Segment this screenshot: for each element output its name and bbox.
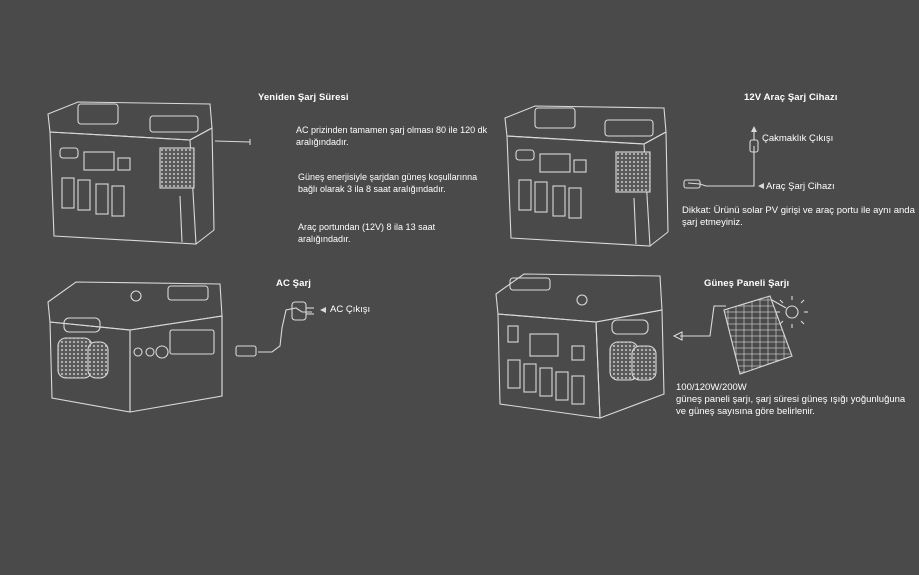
lighter-arrow-icon <box>751 126 757 132</box>
recharge-title: Yeniden Şarj Süresi <box>258 92 349 103</box>
power-station-front-view-1 <box>47 101 251 245</box>
charger-label: Araç Şarj Cihazı <box>766 181 835 192</box>
solar-panel <box>723 295 808 375</box>
recharge-solar-text: Güneş enerjisiyle şarjdan güneş koşullar… <box>298 172 478 194</box>
power-station-side-view-1 <box>47 281 314 413</box>
charger-arrow-icon <box>758 183 764 189</box>
recharge-ac-text: AC prizinden tamamen şarj olması 80 ile … <box>296 125 488 147</box>
power-station-front-view-2 <box>504 105 759 247</box>
ac-charge-title: AC Şarj <box>276 278 312 289</box>
solar-desc-text: güneş paneli şarjı, şarj süresi güneş ış… <box>676 394 906 417</box>
ac-output-label: AC Çıkışı <box>330 304 371 315</box>
ac-output-arrow-icon <box>320 307 326 313</box>
car-charge-note: Dikkat: Ürünü solar PV girişi ve araç po… <box>682 205 915 228</box>
lighter-label: Çakmaklık Çıkışı <box>762 133 834 144</box>
power-station-side-view-2 <box>495 273 726 419</box>
solar-power-text: 100/120W/200W <box>676 382 747 393</box>
car-charge-title: 12V Araç Şarj Cihazı <box>744 92 838 103</box>
solar-charge-title: Güneş Paneli Şarjı <box>704 278 790 289</box>
recharge-car-text: Araç portundan (12V) 8 ila 13 saat aralı… <box>298 222 436 244</box>
